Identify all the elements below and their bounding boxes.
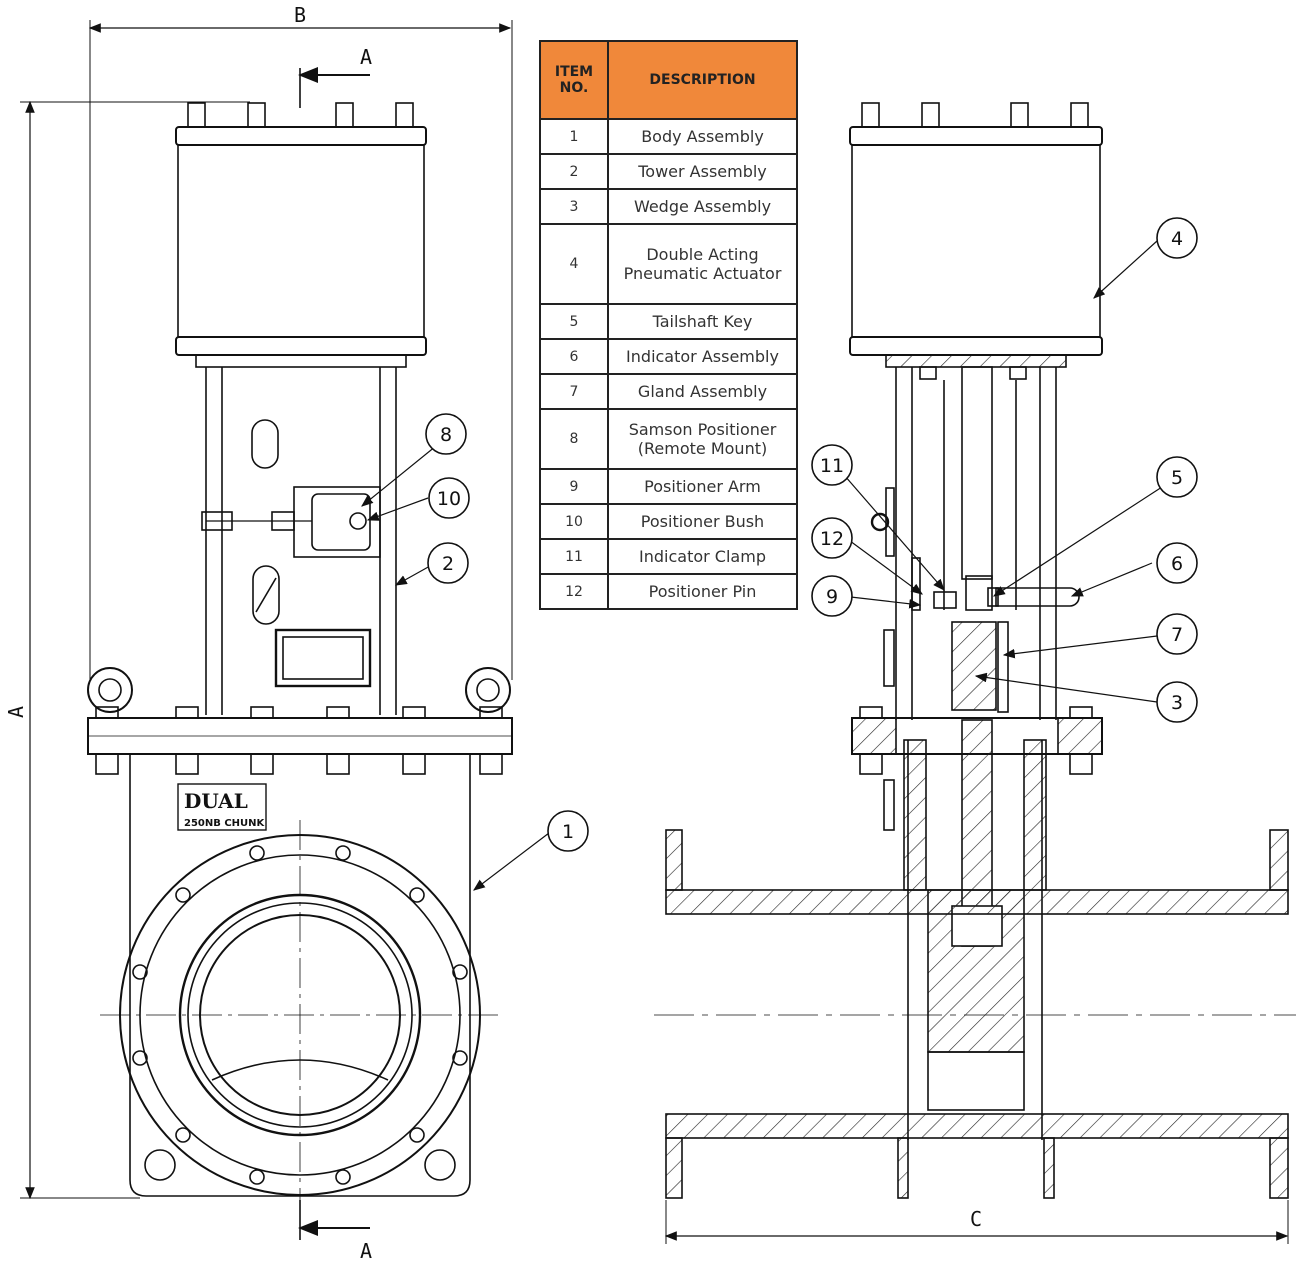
balloon-10: 10	[437, 488, 461, 510]
positioner-front	[201, 486, 381, 558]
balloon-8: 8	[440, 424, 452, 446]
bom-description: Tailshaft Key	[607, 303, 798, 340]
lifting-eye-left	[87, 667, 133, 713]
section-arrow-top	[298, 67, 370, 108]
bom-item-no: 6	[539, 338, 609, 375]
bom-description: Positioner Arm	[607, 468, 798, 505]
bom-item-no: 12	[539, 573, 609, 610]
nameplate-brand: DUAL	[184, 789, 248, 813]
lifting-eye-right	[465, 667, 511, 713]
body-section	[654, 719, 1296, 1199]
actuator-front	[175, 102, 427, 368]
bom-description: Positioner Pin	[607, 573, 798, 610]
bom-item-no: 10	[539, 503, 609, 540]
bom-header-row: ITEM NO. DESCRIPTION	[539, 40, 798, 120]
tower-side	[870, 366, 1080, 720]
actuator-side	[849, 102, 1103, 368]
bom-description: Positioner Bush	[607, 503, 798, 540]
bom-description: Double Acting Pneumatic Actuator	[607, 223, 798, 305]
bom-header-item-no: ITEM NO.	[539, 40, 609, 120]
bom-description: Body Assembly	[607, 118, 798, 155]
tower-front	[205, 367, 397, 715]
top-flange-front	[87, 706, 513, 775]
balloon-2: 2	[442, 553, 454, 575]
bom-description: Tower Assembly	[607, 153, 798, 190]
bom-item-no: 1	[539, 118, 609, 155]
balloon-7: 7	[1171, 624, 1183, 646]
section-label-top: A	[360, 45, 372, 69]
bom-item-no: 11	[539, 538, 609, 575]
dimension-b-label: B	[294, 3, 306, 27]
balloon-3: 3	[1171, 692, 1183, 714]
bom-header-description: DESCRIPTION	[607, 40, 798, 120]
balloon-1: 1	[562, 821, 574, 843]
bom-item-no: 9	[539, 468, 609, 505]
dimension-a-label: A	[4, 706, 28, 718]
balloon-4: 4	[1171, 228, 1183, 250]
bom-description: Samson Positioner (Remote Mount)	[607, 408, 798, 470]
section-arrow-bottom	[298, 1200, 370, 1240]
dimension-b	[88, 20, 513, 680]
bom-description: Indicator Clamp	[607, 538, 798, 575]
balloon-6: 6	[1171, 553, 1183, 575]
bom-description: Indicator Assembly	[607, 338, 798, 375]
bom-description: Wedge Assembly	[607, 188, 798, 225]
balloon-9: 9	[826, 586, 838, 608]
dimension-c-label: C	[970, 1207, 982, 1231]
bom-item-no: 5	[539, 303, 609, 340]
top-flange-side	[851, 706, 1103, 831]
valve-body-front	[100, 754, 500, 1210]
bom-item-no: 3	[539, 188, 609, 225]
bom-description: Gland Assembly	[607, 373, 798, 410]
balloon-11: 11	[820, 455, 844, 477]
bom-item-no: 8	[539, 408, 609, 470]
balloon-12: 12	[820, 528, 844, 550]
section-label-bottom: A	[360, 1239, 372, 1263]
bom-item-no: 4	[539, 223, 609, 305]
balloon-5: 5	[1171, 467, 1183, 489]
dimension-a	[20, 100, 250, 1200]
bom-item-no: 2	[539, 153, 609, 190]
bom-item-no: 7	[539, 373, 609, 410]
dimension-c	[664, 1200, 1289, 1244]
nameplate-subtitle: 250NB CHUNK	[184, 818, 266, 829]
